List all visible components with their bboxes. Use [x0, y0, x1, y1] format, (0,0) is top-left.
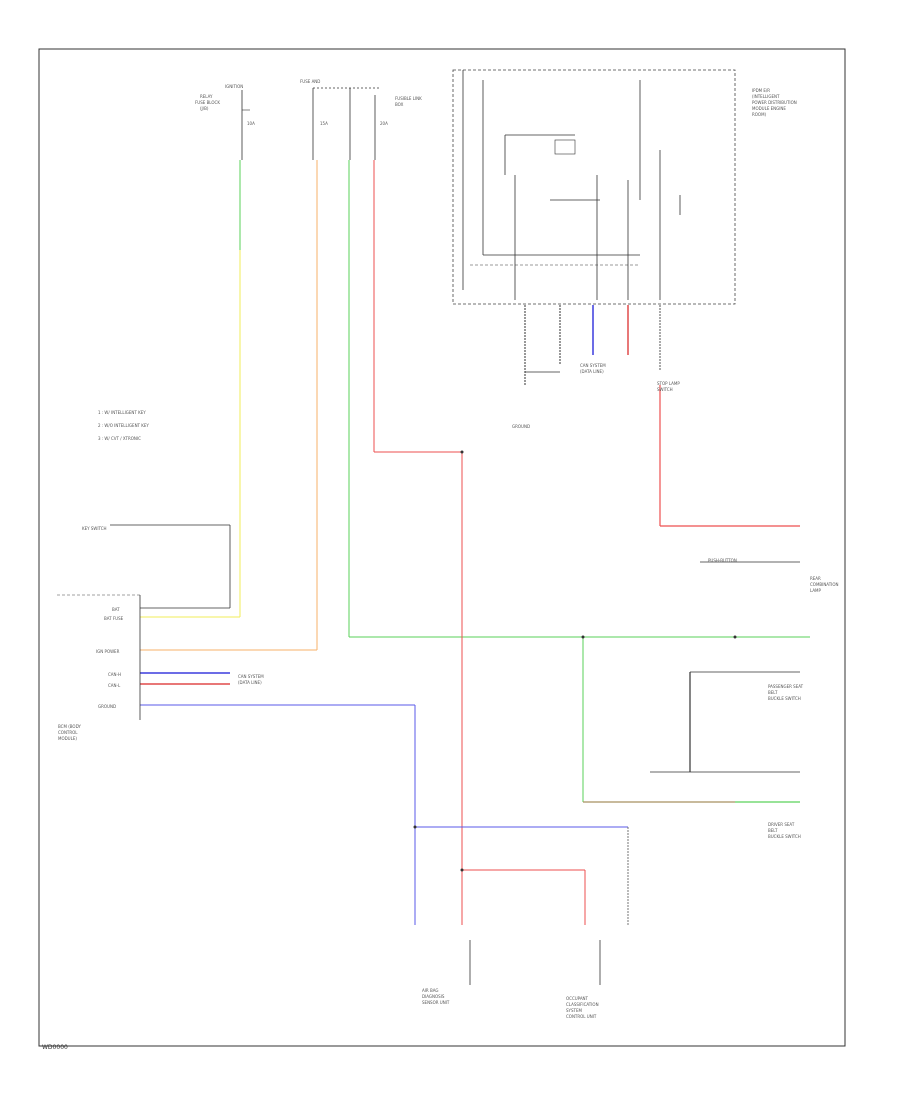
svg-text:MODULE): MODULE)	[58, 736, 77, 741]
diagram-frame	[38, 48, 846, 1047]
svg-text:BUCKLE SWITCH: BUCKLE SWITCH	[768, 834, 801, 839]
occupant-classification-label: OCCUPANT CLASSIFICATION SYSTEM CONTROL U…	[566, 940, 601, 1019]
key-switch-label: KEY SWITCH	[82, 526, 107, 531]
svg-text:FUSE BLOCK: FUSE BLOCK	[195, 100, 220, 105]
svg-text:DIAGNOSIS: DIAGNOSIS	[422, 994, 445, 999]
svg-text:BUCKLE SWITCH: BUCKLE SWITCH	[768, 696, 801, 701]
fuse-block-left: IGNITION RELAY FUSE BLOCK (J/B) 10A	[195, 84, 255, 160]
fuse-block-mid: FUSE AND FUSIBLE LINK BOX 15A 20A	[300, 79, 422, 160]
svg-text:1 : W/ INTELLIGENT KEY: 1 : W/ INTELLIGENT KEY	[98, 410, 146, 415]
bcm-block: BAT BAT FUSE IGN POWER CAN-H CAN-L GROUN…	[57, 594, 141, 741]
svg-text:CAN-L: CAN-L	[108, 683, 121, 688]
svg-text:IPDM E/R: IPDM E/R	[752, 88, 770, 93]
svg-text:CONTROL UNIT: CONTROL UNIT	[566, 1014, 597, 1019]
passenger-seat-belt-label: PASSENGER SEAT BELT BUCKLE SWITCH	[768, 684, 804, 701]
svg-text:BELT: BELT	[768, 828, 778, 833]
footer-code: WD0000	[42, 1044, 68, 1051]
svg-text:GROUND: GROUND	[98, 704, 116, 709]
svg-text:(DATA LINE): (DATA LINE)	[580, 369, 604, 374]
svg-text:2 : W/O INTELLIGENT KEY: 2 : W/O INTELLIGENT KEY	[98, 423, 149, 428]
ipdm-connector-pins	[524, 305, 661, 385]
svg-text:KEY SWITCH: KEY SWITCH	[82, 526, 107, 531]
ipdm-er-block: IPDM E/R (INTELLIGENT POWER DISTRIBUTION…	[452, 69, 797, 305]
svg-text:BAT FUSE: BAT FUSE	[104, 616, 124, 621]
svg-text:RELAY: RELAY	[200, 94, 213, 99]
svg-text:10A: 10A	[247, 121, 255, 126]
svg-text:IGNITION: IGNITION	[225, 84, 243, 89]
svg-text:SENSOR UNIT: SENSOR UNIT	[422, 1000, 450, 1005]
svg-text:DRIVER SEAT: DRIVER SEAT	[768, 822, 795, 827]
svg-text:IGN POWER: IGN POWER	[96, 649, 120, 654]
svg-text:(INTELLIGENT: (INTELLIGENT	[752, 94, 780, 99]
svg-text:BELT: BELT	[768, 690, 778, 695]
svg-text:MODULE ENGINE: MODULE ENGINE	[752, 106, 786, 111]
svg-text:(DATA LINE): (DATA LINE)	[238, 680, 262, 685]
svg-text:PUSH-BUTTON: PUSH-BUTTON	[708, 558, 737, 563]
svg-text:CONTROL: CONTROL	[58, 730, 78, 735]
svg-text:CLASSIFICATION: CLASSIFICATION	[566, 1002, 599, 1007]
rear-combination-lamp-label: REAR COMBINATION LAMP	[810, 576, 839, 593]
can-label-top: CAN SYSTEM (DATA LINE)	[580, 363, 606, 374]
svg-text:COMBINATION: COMBINATION	[810, 582, 839, 587]
svg-text:FUSIBLE LINK: FUSIBLE LINK	[395, 96, 422, 101]
svg-text:AIR BAG: AIR BAG	[422, 988, 438, 993]
svg-text:CAN-H: CAN-H	[108, 672, 121, 677]
svg-text:ROOM): ROOM)	[752, 112, 767, 117]
driver-seat-belt-label: DRIVER SEAT BELT BUCKLE SWITCH	[768, 822, 801, 839]
svg-text:SYSTEM: SYSTEM	[566, 1008, 582, 1013]
svg-text:BOX: BOX	[395, 102, 404, 107]
svg-text:SWITCH: SWITCH	[657, 387, 673, 392]
ground-label-top: GROUND	[512, 424, 530, 429]
svg-text:POWER DISTRIBUTION: POWER DISTRIBUTION	[752, 100, 797, 105]
svg-text:GROUND: GROUND	[512, 424, 530, 429]
svg-text:15A: 15A	[320, 121, 328, 126]
svg-text:PASSENGER SEAT: PASSENGER SEAT	[768, 684, 804, 689]
svg-text:OCCUPANT: OCCUPANT	[566, 996, 589, 1001]
svg-text:BCM (BODY: BCM (BODY	[58, 724, 81, 729]
svg-text:CAN SYSTEM: CAN SYSTEM	[580, 363, 606, 368]
svg-text:3 : W/ CVT / XTRONIC: 3 : W/ CVT / XTRONIC	[98, 436, 141, 441]
can-label-left: CAN SYSTEM (DATA LINE)	[238, 674, 264, 685]
svg-text:STOP LAMP: STOP LAMP	[657, 381, 680, 386]
svg-text:BAT: BAT	[112, 607, 120, 612]
svg-text:LAMP: LAMP	[810, 588, 822, 593]
legend: 1 : W/ INTELLIGENT KEY 2 : W/O INTELLIGE…	[98, 410, 149, 441]
svg-text:CAN SYSTEM: CAN SYSTEM	[238, 674, 264, 679]
svg-text:REAR: REAR	[810, 576, 821, 581]
stop-lamp-switch-label: STOP LAMP SWITCH	[657, 381, 680, 392]
svg-text:20A: 20A	[380, 121, 388, 126]
push-button-ignition-switch-label: PUSH-BUTTON	[708, 558, 737, 563]
svg-text:FUSE AND: FUSE AND	[300, 79, 320, 84]
airbag-diagnosis-label: AIR BAG DIAGNOSIS SENSOR UNIT	[422, 940, 471, 1005]
svg-text:(J/B): (J/B)	[200, 106, 209, 111]
